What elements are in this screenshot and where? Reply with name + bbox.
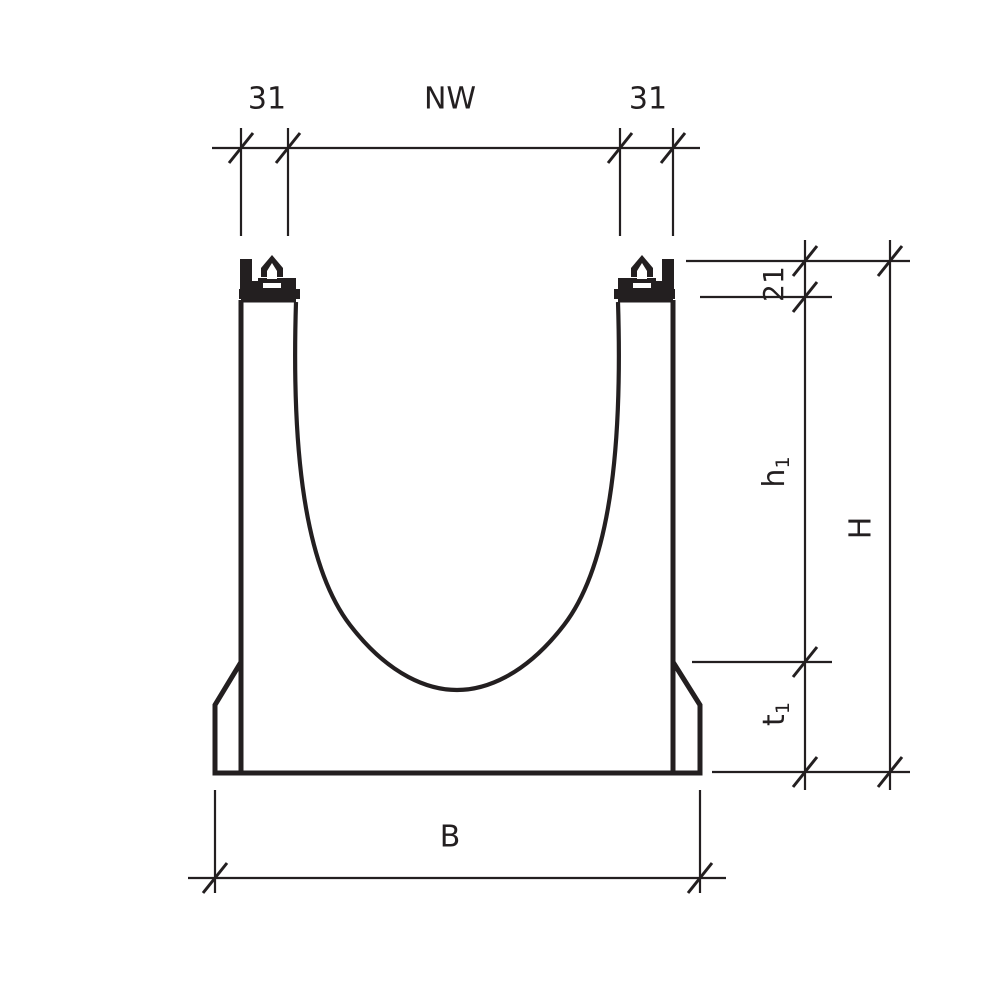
tick-top-3 <box>606 132 634 164</box>
top-dimension-group: 31 NW 31 <box>212 82 700 236</box>
tick-right-h1-bottom <box>791 646 819 678</box>
dim-label-rim-height: 21 <box>757 266 790 302</box>
channel-inner-cavity-profile <box>293 301 621 693</box>
right-clamp-detail <box>614 255 675 299</box>
svg-text:t1: t1 <box>757 702 794 726</box>
tick-top-2 <box>274 132 302 164</box>
dim-label-inner-depth-base: h <box>757 469 792 488</box>
tick-right-21-bottom <box>791 281 819 313</box>
right-dimension-group: 21 h1 H t1 <box>686 240 910 790</box>
tick-B-left <box>201 862 229 894</box>
channel-body-group <box>212 297 703 776</box>
svg-text:h1: h1 <box>757 456 794 487</box>
dim-label-inner-depth-sub: 1 <box>772 456 794 468</box>
dim-label-base-thickness: t1 <box>757 702 794 726</box>
tick-B-right <box>686 862 714 894</box>
dim-label-nominal-width: NW <box>424 82 476 117</box>
dim-label-wall-right: 31 <box>629 82 667 117</box>
bottom-dimension-group: B <box>188 790 726 894</box>
tick-right-t1-bottom <box>791 756 819 788</box>
tick-right-21-top <box>791 245 819 277</box>
dim-label-base-thickness-sub: 1 <box>772 702 794 714</box>
dim-label-wall-left: 31 <box>248 82 286 117</box>
right-clamp-slot <box>633 283 651 288</box>
left-clamp-slot <box>263 283 281 288</box>
left-clamp-detail <box>239 255 300 299</box>
tick-H-bottom <box>876 756 904 788</box>
tick-top-1 <box>227 132 255 164</box>
dim-label-total-height: H <box>844 517 879 540</box>
tick-top-4 <box>659 132 687 164</box>
dim-label-base-thickness-base: t <box>757 714 792 726</box>
right-clamp-boss-void <box>637 263 647 279</box>
left-clamp-boss-void <box>267 263 277 279</box>
channel-outer-profile <box>212 300 703 776</box>
tick-H-top <box>876 245 904 277</box>
dim-label-inner-depth: h1 <box>757 456 794 487</box>
dim-label-overall-width: B <box>440 820 461 855</box>
